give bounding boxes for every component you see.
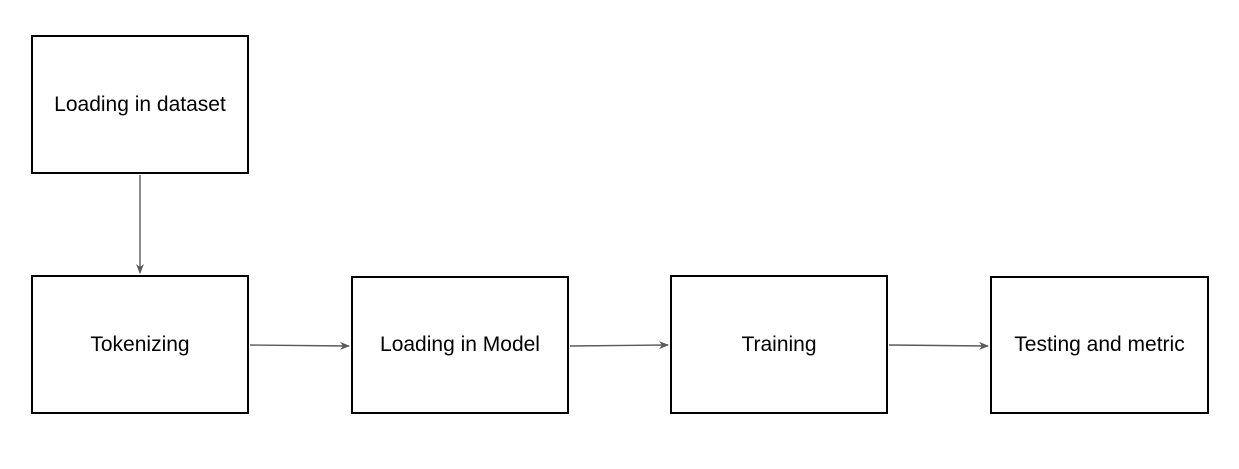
node-label: Loading in dataset xyxy=(54,92,226,116)
node-tokenizing: Tokenizing xyxy=(31,275,249,414)
node-loading-in-model: Loading in Model xyxy=(351,276,569,414)
edge-tokenizing-to-model xyxy=(249,341,350,350)
edge-model-to-training xyxy=(569,341,669,350)
node-loading-in-dataset: Loading in dataset xyxy=(31,35,249,174)
node-label: Loading in Model xyxy=(380,333,540,357)
node-label: Training xyxy=(741,332,817,356)
node-label: Testing and metric xyxy=(1014,333,1185,357)
edge-training-to-testing xyxy=(888,341,989,350)
node-training: Training xyxy=(670,275,888,414)
node-testing-and-metric: Testing and metric xyxy=(990,276,1209,414)
node-label: Tokenizing xyxy=(90,332,190,356)
